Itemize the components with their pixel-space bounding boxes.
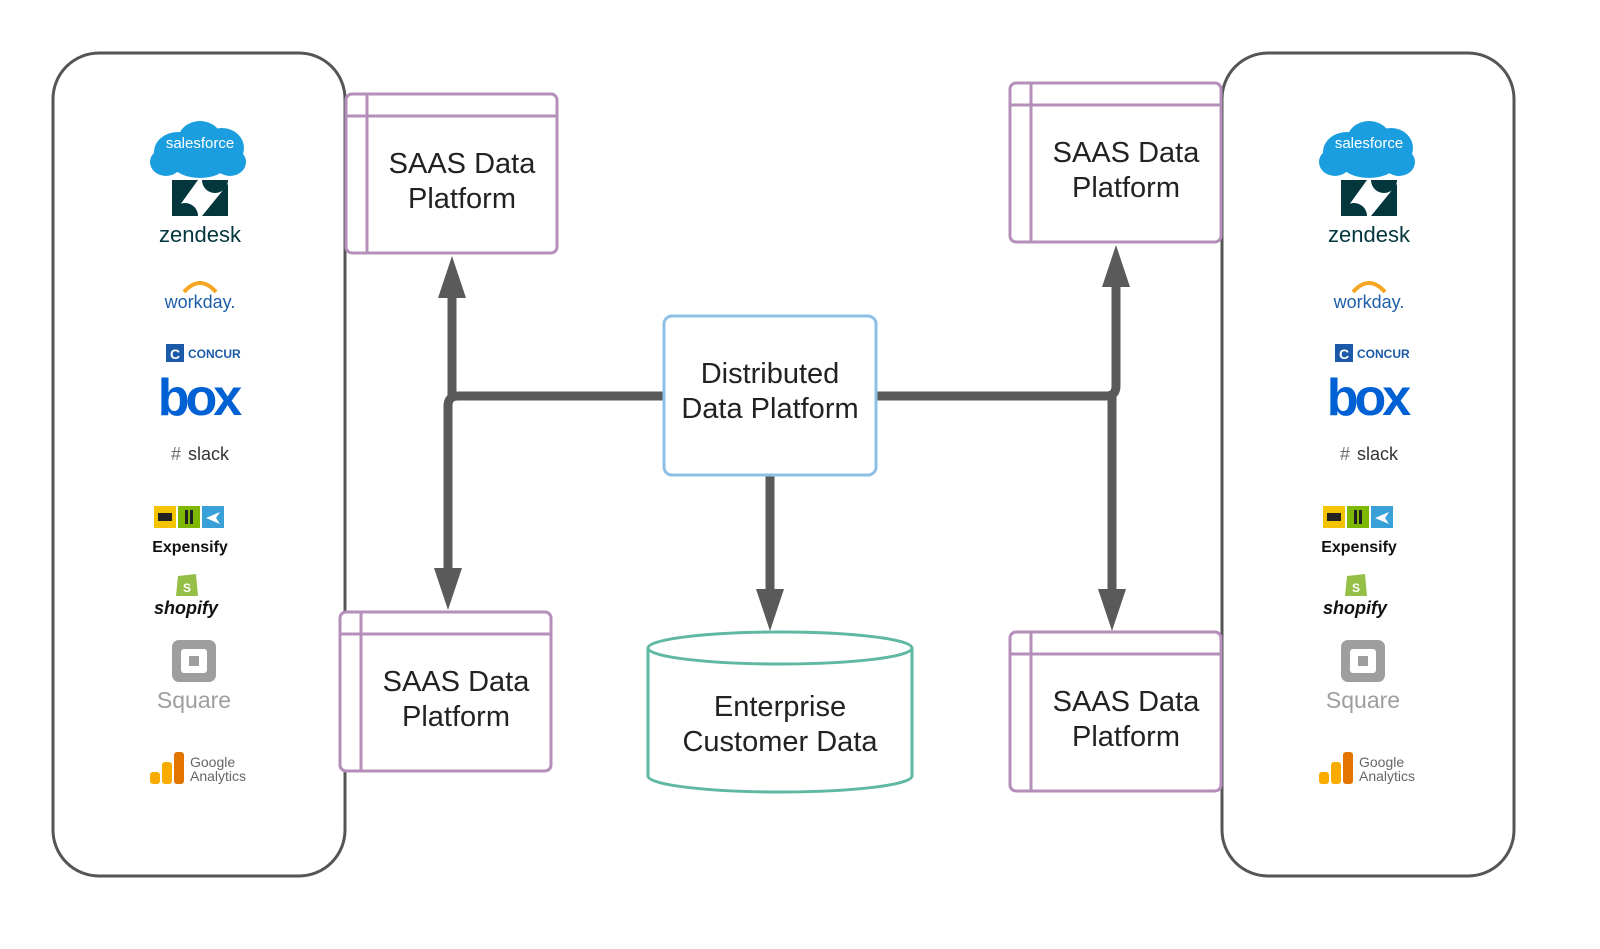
box-label: box [158, 369, 243, 427]
shopify-logo: S shopify [1323, 574, 1388, 618]
saas-node-bottom-left: SAAS Data Platform [338, 610, 553, 773]
svg-text:#: # [1340, 444, 1350, 464]
slack-logo: # slack [171, 444, 230, 464]
concur-logo: C CONCUR [1335, 344, 1410, 362]
workday-logo: workday. [1333, 281, 1405, 312]
square-label: Square [157, 687, 231, 713]
distributed-data-platform-node: Distributed Data Platform [662, 314, 878, 477]
saas-node-top-left: SAAS Data Platform [344, 92, 559, 255]
workday-label: workday. [164, 292, 236, 312]
expensify-label: Expensify [1321, 539, 1397, 556]
zendesk-label: zendesk [1328, 222, 1411, 247]
google-analytics-logo: Google Analytics [150, 752, 246, 784]
database-label-line1: Enterprise [714, 691, 846, 723]
arrowhead-down-right [1098, 589, 1126, 631]
salesforce-logo: salesforce [1319, 121, 1415, 178]
arrowhead-up-right [1102, 245, 1130, 287]
center-node-label-line1: Distributed [701, 358, 840, 390]
google-analytics-line2: Analytics [1359, 768, 1415, 784]
left-app-panel [51, 51, 347, 878]
concur-label: CONCUR [188, 347, 241, 361]
workday-label: workday. [1333, 292, 1405, 312]
right-app-panel [1220, 51, 1516, 878]
shopify-label: shopify [1323, 598, 1388, 618]
svg-text:C: C [170, 346, 180, 362]
expensify-label: Expensify [152, 539, 228, 556]
expensify-logo: Expensify [1321, 506, 1397, 556]
shopify-label: shopify [154, 598, 219, 618]
zendesk-logo: zendesk [1328, 180, 1411, 247]
saas-node-label-line1: SAAS Data [1053, 686, 1201, 718]
svg-text:#: # [171, 444, 181, 464]
saas-node-label-line1: SAAS Data [389, 148, 537, 180]
zendesk-logo: zendesk [159, 180, 242, 247]
expensify-logo: Expensify [152, 506, 228, 556]
concur-label: CONCUR [1357, 347, 1410, 361]
salesforce-logo: salesforce [150, 121, 246, 178]
google-analytics-line1: Google [190, 754, 235, 770]
slack-logo: # slack [1340, 444, 1399, 464]
saas-node-label-line2: Platform [402, 701, 510, 733]
arrowhead-up-left [438, 256, 466, 298]
saas-node-label-line2: Platform [1072, 721, 1180, 753]
concur-logo: C CONCUR [166, 344, 241, 362]
saas-node-bottom-right: SAAS Data Platform [1008, 630, 1223, 793]
box-logo: box [1327, 369, 1416, 427]
connector-right [873, 277, 1121, 401]
zendesk-label: zendesk [159, 222, 242, 247]
square-logo: Square [157, 640, 231, 713]
shopify-logo: S shopify [154, 574, 219, 618]
saas-node-label-line2: Platform [408, 183, 516, 215]
svg-text:S: S [1352, 581, 1360, 595]
google-analytics-line1: Google [1359, 754, 1404, 770]
workday-logo: workday. [164, 281, 236, 312]
box-logo: box [158, 369, 247, 427]
left-logo-stack: salesforce zendesk workday. C CONCUR box… [150, 121, 246, 784]
slack-label: slack [1357, 444, 1399, 464]
center-node-label-line2: Data Platform [681, 393, 858, 425]
right-logo-stack: salesforce zendesk workday. C CONCUR box… [1319, 121, 1415, 784]
saas-node-label-line2: Platform [1072, 172, 1180, 204]
saas-node-label-line1: SAAS Data [1053, 137, 1201, 169]
square-logo: Square [1326, 640, 1400, 713]
svg-text:C: C [1339, 346, 1349, 362]
arrowheads [434, 245, 1130, 631]
square-label: Square [1326, 687, 1400, 713]
google-analytics-logo: Google Analytics [1319, 752, 1415, 784]
arrowhead-down-left [434, 568, 462, 610]
connector-left [443, 391, 668, 580]
salesforce-label: salesforce [166, 135, 234, 152]
slack-label: slack [188, 444, 230, 464]
arrowhead-down-center [756, 589, 784, 631]
svg-text:S: S [183, 581, 191, 595]
database-label-line2: Customer Data [682, 726, 878, 758]
saas-node-top-right: SAAS Data Platform [1008, 81, 1223, 244]
enterprise-customer-data-database: Enterprise Customer Data [646, 630, 914, 794]
box-label: box [1327, 369, 1412, 427]
salesforce-label: salesforce [1335, 135, 1403, 152]
google-analytics-line2: Analytics [190, 768, 246, 784]
connectors [443, 277, 1121, 600]
saas-node-label-line1: SAAS Data [383, 666, 531, 698]
